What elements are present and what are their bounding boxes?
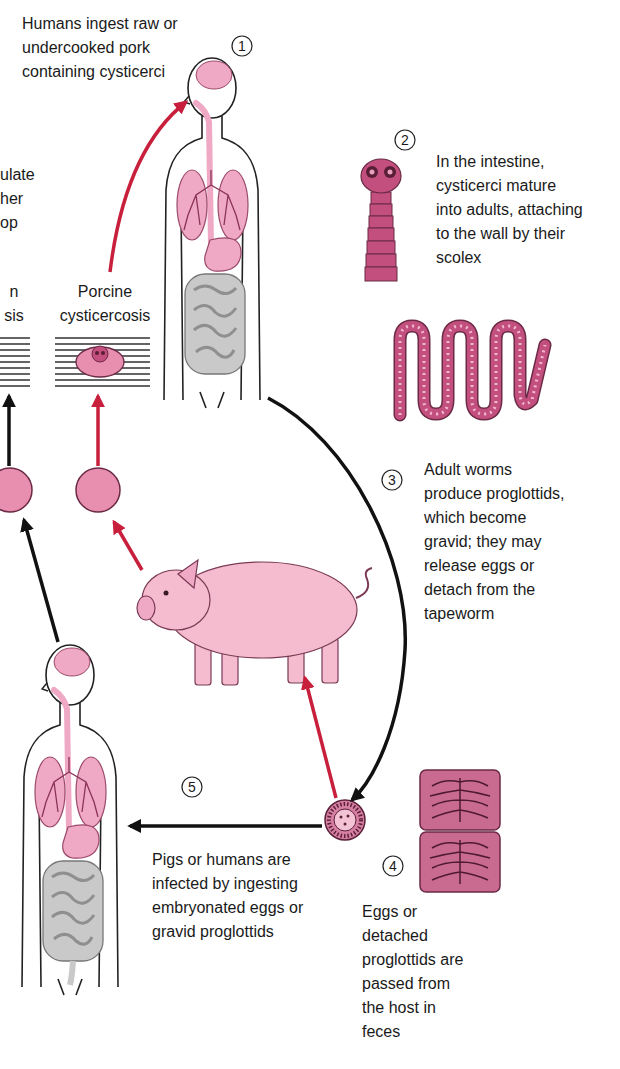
- callout-number: 4: [383, 856, 403, 876]
- human-figure: [22, 645, 118, 995]
- black-arrow: [24, 520, 58, 642]
- pig-illustration: [137, 560, 372, 685]
- proglottid-illustration: [420, 770, 500, 892]
- callout-number: 3: [382, 470, 402, 490]
- scolex-illustration: [361, 159, 401, 281]
- cut-off-text: ulate her op: [0, 163, 35, 235]
- step-caption: Adult worms produce proglottids, which b…: [424, 458, 574, 626]
- callout-number: 2: [395, 130, 415, 150]
- black-arrow: [130, 824, 322, 828]
- cut-off-text: n sis: [4, 280, 24, 328]
- red-arrow: [114, 522, 142, 570]
- stage-label: Porcine cysticercosis: [60, 280, 151, 328]
- step-caption: Eggs or detached proglottids are passed …: [362, 900, 472, 1044]
- red-arrow: [96, 396, 100, 466]
- muscle-cyst: [0, 338, 30, 386]
- callout-number: 5: [182, 777, 202, 797]
- adult-worm: [400, 326, 545, 415]
- black-arrow: [268, 398, 405, 800]
- cycle-arrows: [9, 102, 405, 826]
- egg-illustration: [325, 800, 365, 840]
- oncosphere-sphere: [0, 468, 120, 512]
- red-arrow: [110, 102, 186, 272]
- step-caption: In the intestine, cysticerci mature into…: [436, 150, 586, 270]
- muscle-cyst: [55, 338, 150, 386]
- black-arrow: [7, 396, 11, 466]
- callout-circles: [182, 36, 415, 876]
- callout-number: 1: [232, 36, 252, 56]
- red-arrow: [305, 678, 336, 798]
- step-caption: Pigs or humans are infected by ingesting…: [152, 848, 317, 944]
- step-caption: Humans ingest raw or undercooked pork co…: [22, 12, 182, 84]
